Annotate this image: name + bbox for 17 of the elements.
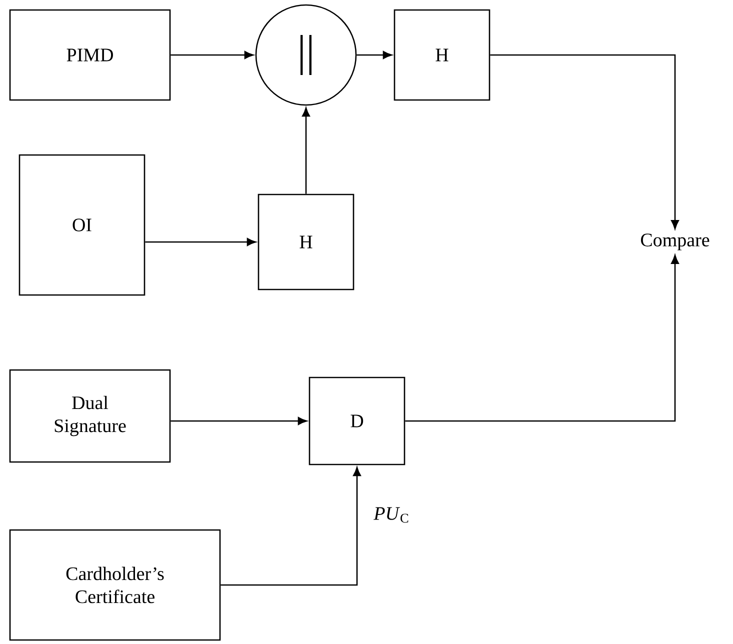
- process-box: Cardholder’s Certificate: [9, 529, 221, 641]
- arrow: [302, 107, 310, 194]
- result-label: Compare: [640, 234, 710, 250]
- process-box: H: [258, 194, 354, 290]
- arrow: [490, 54, 679, 230]
- arrow: [170, 417, 308, 425]
- process-box: Dual Signature: [9, 369, 171, 463]
- process-box: OI: [18, 154, 146, 296]
- process-box: D: [308, 376, 406, 466]
- edge-label: PU$_{C}$: [374, 507, 408, 523]
- arrow: [220, 466, 361, 586]
- process-box: H: [394, 9, 490, 101]
- arrow: [356, 51, 392, 59]
- process-box: PIMD: [9, 9, 171, 101]
- arrow: [405, 254, 679, 422]
- arrow: [145, 238, 256, 246]
- arrow: [170, 51, 254, 59]
